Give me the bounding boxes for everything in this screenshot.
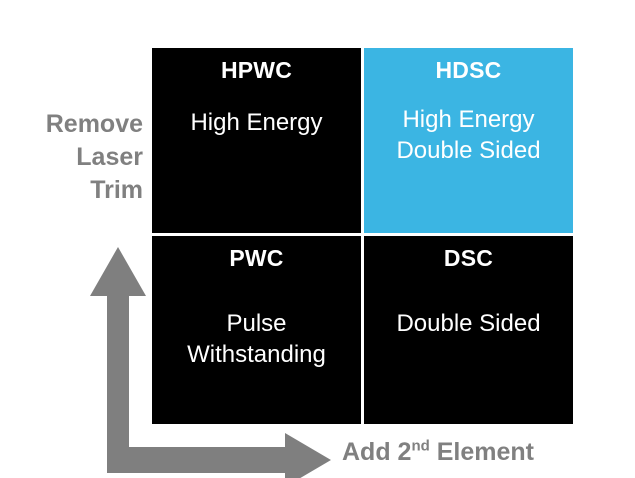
matrix-divider-horizontal-right: [364, 233, 573, 236]
quadrant-hdsc-title: HDSC: [435, 57, 502, 83]
matrix-divider-vertical-top: [361, 48, 364, 233]
quadrant-pwc-title: PWC: [229, 245, 284, 271]
x-axis-label: Add 2nd Element: [342, 437, 632, 467]
quadrant-hdsc[interactable]: HDSC High Energy Double Sided: [364, 48, 573, 233]
quadrant-hdsc-description: High Energy Double Sided: [396, 106, 541, 164]
quadrant-hpwc-description: High Energy: [190, 109, 323, 136]
quadrant-hpwc-title: HPWC: [220, 57, 293, 83]
quadrant-dsc-title: DSC: [443, 245, 494, 271]
quadrant-matrix: HPWC High Energy HDSC High Energy Double…: [152, 48, 573, 424]
matrix-divider-horizontal-left: [152, 233, 361, 236]
arrow-right-icon: [107, 433, 331, 478]
y-axis-label: Remove Laser Trim: [45, 110, 143, 204]
matrix-divider-vertical-bottom: [361, 236, 364, 424]
x-axis-label-superscript: nd: [411, 437, 430, 455]
x-axis-label-prefix: Add 2: [342, 438, 412, 466]
quadrant-pwc-description: Pulse Withstanding: [187, 310, 326, 368]
quadrant-dsc[interactable]: DSC Double Sided: [364, 236, 573, 424]
x-axis-label-suffix: Element: [429, 438, 534, 466]
quadrant-dsc-description: Double Sided: [396, 310, 541, 337]
quadrant-pwc[interactable]: PWC Pulse Withstanding: [152, 236, 361, 424]
arrow-up-icon: [90, 247, 146, 462]
matrix-divider-center: [361, 233, 364, 236]
quadrant-hpwc[interactable]: HPWC High Energy: [152, 48, 361, 233]
